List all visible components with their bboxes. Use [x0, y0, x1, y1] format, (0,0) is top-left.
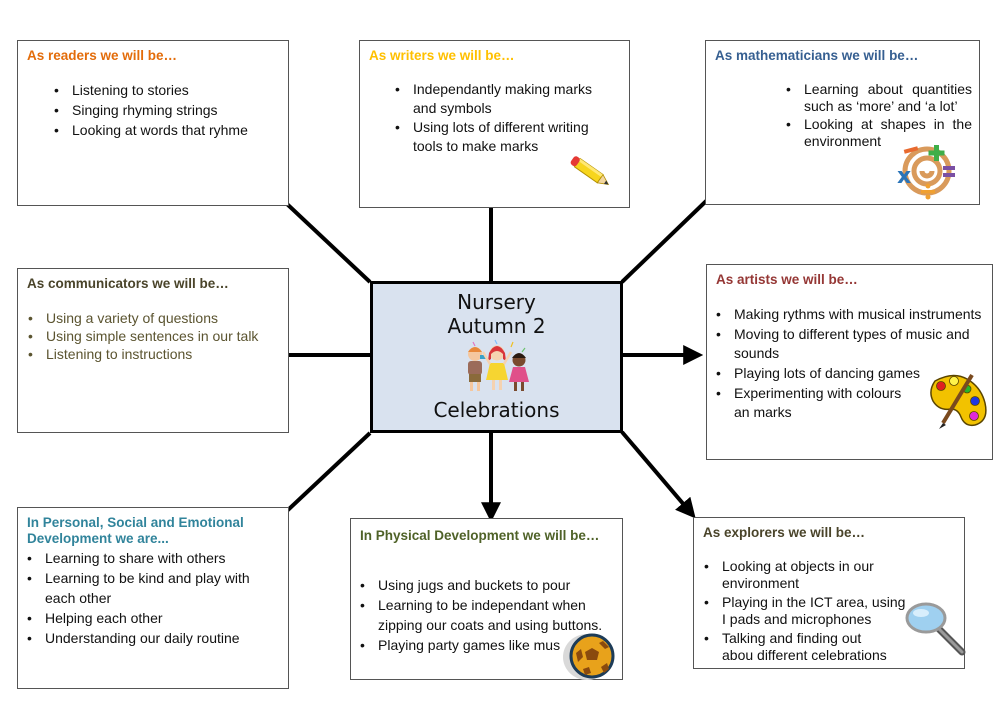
center-title-theme: Celebrations	[433, 398, 560, 422]
writers-box: As writers we will be… Independantly mak…	[359, 40, 630, 208]
explorers-heading: As explorers we will be…	[703, 525, 866, 540]
list-item: Learning to share with others	[23, 548, 280, 568]
communicators-heading: As communicators we will be…	[27, 276, 229, 291]
communicators-list: Using a variety of questions Using simpl…	[24, 309, 284, 363]
svg-text:x: x	[897, 164, 911, 189]
football-icon	[563, 633, 615, 680]
list-item: Looking at words that ryhme	[50, 120, 278, 140]
list-item: Moving to different types of music and s…	[712, 325, 986, 363]
children-celebrating-illustration	[467, 339, 529, 391]
mathematicians-list: Learning about quantities such as ‘more’…	[782, 81, 972, 150]
mathematicians-box: As mathematicians we will be… Learning a…	[705, 40, 980, 205]
writers-list: Independantly making marks and symbols U…	[391, 80, 616, 156]
magnifying-glass-icon	[905, 602, 966, 656]
paint-palette-icon	[930, 373, 987, 429]
list-item: Learning to be kind and play with each o…	[23, 568, 280, 608]
explorers-box: As explorers we will be… Looking at obje…	[693, 517, 966, 669]
list-item: Playing in the ICT area, using I pads an…	[700, 594, 907, 628]
communicators-box: As communicators we will be… Using a var…	[17, 268, 289, 433]
physical-list: Using jugs and buckets to pour Learning …	[356, 575, 610, 655]
topic-center-box: Nursery Autumn 2 Celebrations	[370, 281, 623, 433]
list-item: Singing rhyming strings	[50, 100, 278, 120]
writers-heading: As writers we will be…	[369, 48, 515, 63]
list-item: Talking and finding out abou different c…	[700, 630, 892, 664]
readers-box: As readers we will be… Listening to stor…	[17, 40, 289, 206]
list-item: Independantly making marks and symbols	[391, 80, 616, 118]
list-item: Looking at objects in our environment	[700, 558, 920, 592]
list-item: Using simple sentences in our talk	[24, 327, 284, 345]
artists-list: Making rythms with musical instruments M…	[712, 305, 986, 422]
list-item: Listening to stories	[50, 80, 278, 100]
list-item: Looking at shapes in the environment	[782, 116, 972, 150]
list-item: Playing lots of dancing games	[712, 364, 986, 383]
list-item: Playing party games like mus	[356, 635, 610, 655]
physical-heading: In Physical Development we will be…	[360, 528, 600, 543]
list-item: Using jugs and buckets to pour	[356, 575, 610, 595]
readers-heading: As readers we will be…	[27, 48, 178, 63]
list-item: Understanding our daily routine	[23, 628, 280, 648]
pencil-icon	[570, 156, 610, 185]
list-item: Learning about quantities such as ‘more’…	[782, 81, 972, 115]
list-item: Making rythms with musical instruments	[712, 305, 986, 324]
artists-box: As artists we will be… Making rythms wit…	[706, 264, 993, 460]
center-title-nursery: Nursery	[457, 290, 536, 314]
arrow-to-explorers	[620, 430, 696, 519]
list-item: Using a variety of questions	[24, 309, 284, 327]
psed-heading: In Personal, Social and Emotional Develo…	[27, 515, 244, 546]
math-symbols-icon: x	[897, 145, 955, 200]
arrow-to-psed	[267, 431, 372, 529]
physical-box: In Physical Development we will be… Usin…	[350, 518, 623, 680]
artists-heading: As artists we will be…	[716, 272, 858, 287]
psed-list: Learning to share with others Learning t…	[23, 548, 280, 648]
list-item: Experimenting with colours an marks	[712, 384, 920, 422]
list-item: Learning to be independant when zipping …	[356, 595, 610, 635]
mathematicians-heading: As mathematicians we will be…	[715, 48, 919, 63]
list-item: Helping each other	[23, 608, 280, 628]
list-item: Listening to instructions	[24, 345, 284, 363]
center-title-term: Autumn 2	[447, 314, 546, 338]
psed-box: In Personal, Social and Emotional Develo…	[17, 507, 289, 689]
readers-list: Listening to stories Singing rhyming str…	[50, 80, 278, 140]
explorers-list: Looking at objects in our environment Pl…	[700, 558, 920, 664]
list-item: Using lots of different writing tools to…	[391, 118, 616, 156]
